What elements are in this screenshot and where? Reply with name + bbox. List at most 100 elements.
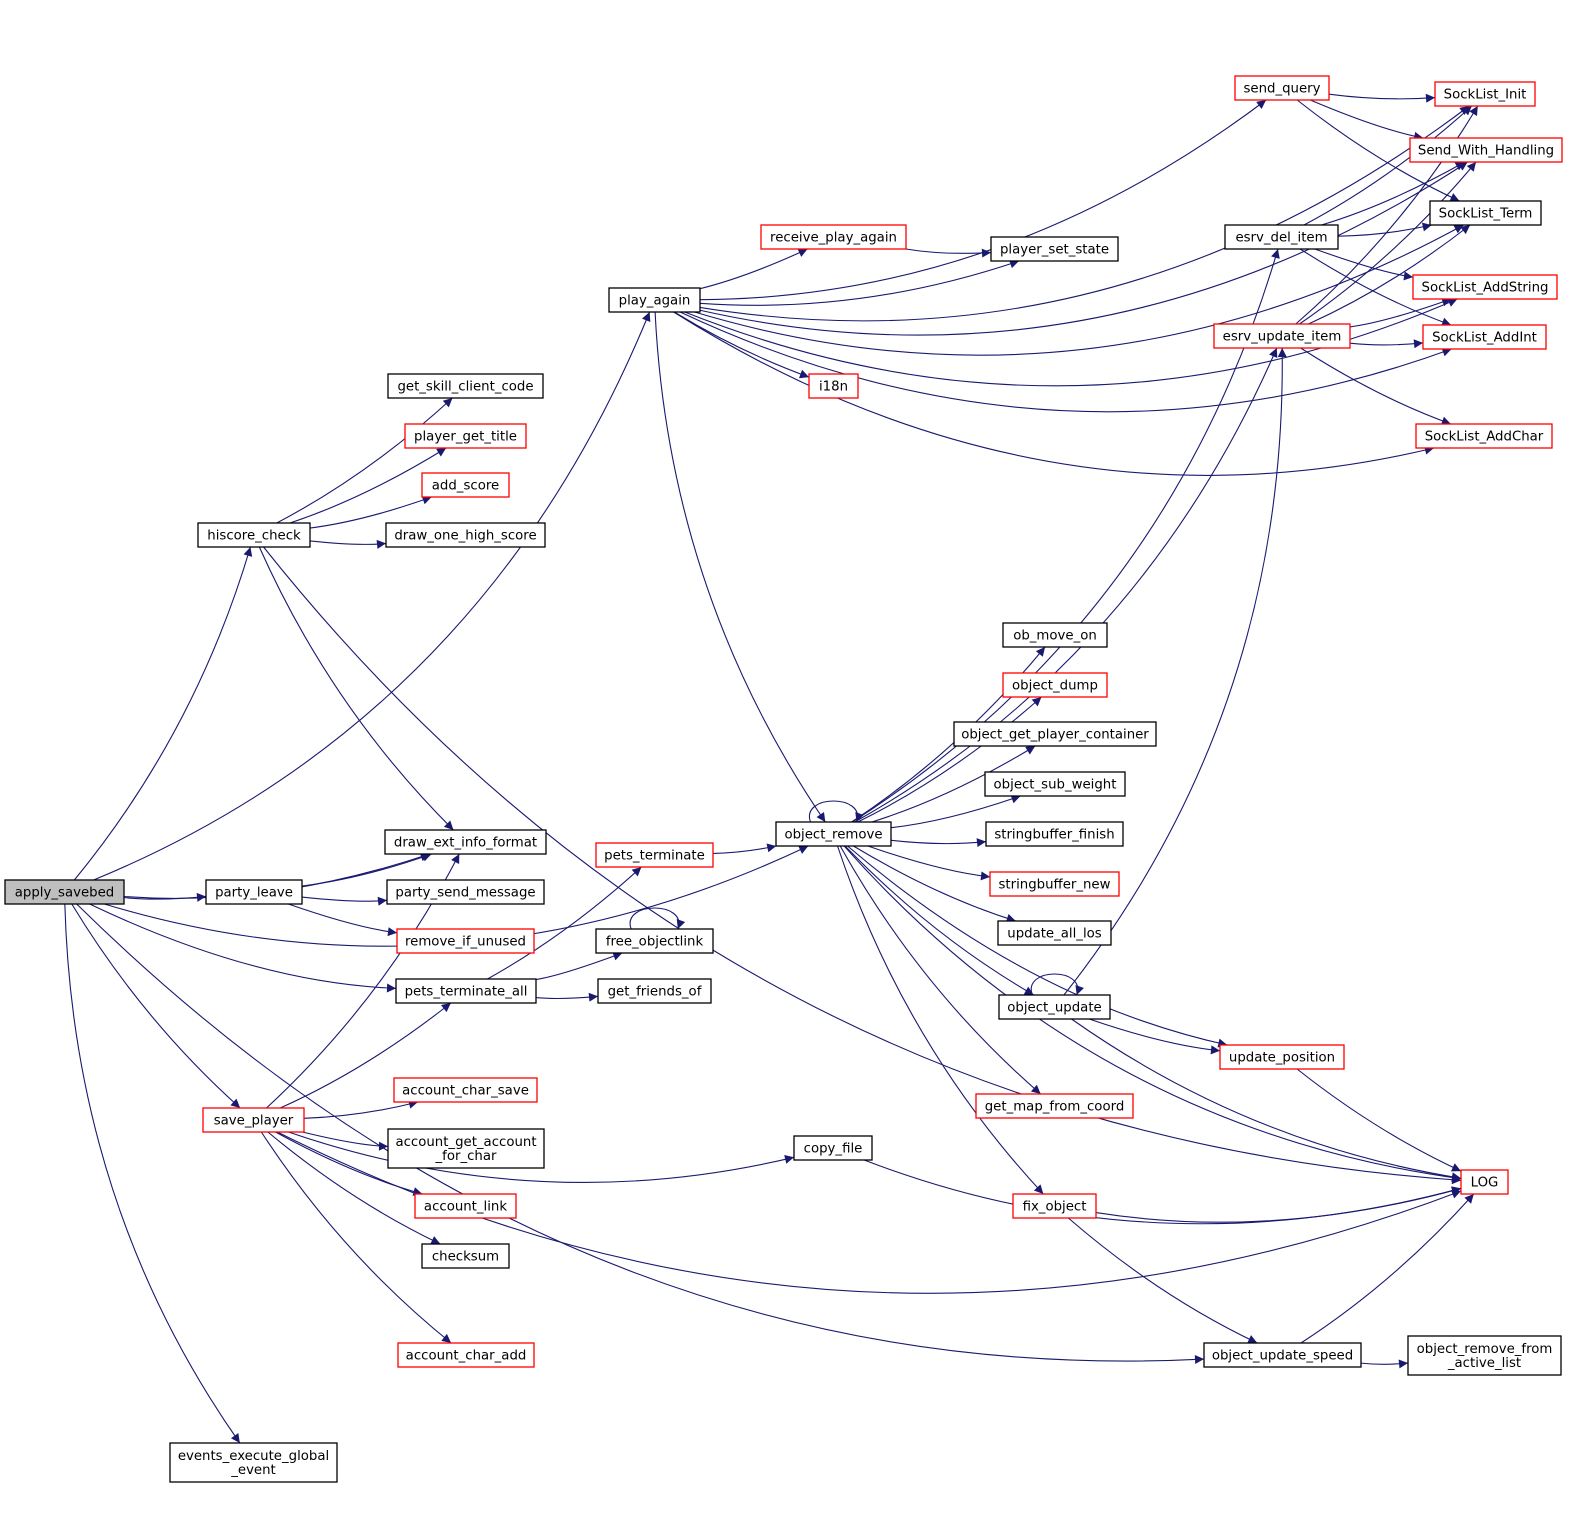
node-stringbuffer-finish[interactable]: stringbuffer_finish <box>985 821 1124 847</box>
node-pets-terminate-all[interactable]: pets_terminate_all <box>395 978 537 1004</box>
edge-apply_savebed-to-pets_terminate_all <box>89 903 397 993</box>
edge-save_player-to-account_char_save <box>303 1099 419 1119</box>
node-box <box>989 871 1120 897</box>
edge-play_again-to-Send_With_Handling <box>699 161 1468 336</box>
node-esrv-del-item[interactable]: esrv_del_item <box>1224 224 1339 250</box>
node-esrv-update-item[interactable]: esrv_update_item <box>1213 323 1351 349</box>
node-label: get_friends_of <box>608 985 702 1000</box>
node-pets-terminate[interactable]: pets_terminate <box>595 842 714 868</box>
node-box <box>997 920 1112 946</box>
edge-esrv_update_item-to-SockList_Term <box>1308 224 1471 325</box>
node-fix-object[interactable]: fix_object <box>1012 1193 1097 1219</box>
edge-object_remove-to-object_dump <box>857 696 1042 823</box>
node-box <box>404 423 527 449</box>
node-box <box>396 928 535 954</box>
node-label: checksum <box>432 1250 499 1265</box>
edge-play_again-to-send_query <box>699 99 1267 301</box>
node-socklist-addchar[interactable]: SockList_AddChar <box>1415 423 1553 449</box>
edge-hiscore_check-to-player_get_title <box>289 447 447 524</box>
node-label: stringbuffer_new <box>999 878 1111 893</box>
edge-play_again-to-object_remove <box>654 311 826 823</box>
edge-esrv_del_item-to-Send_With_Handling <box>1321 161 1465 226</box>
node-object-update[interactable]: object_update <box>998 994 1111 1020</box>
node-copy-file[interactable]: copy_file <box>793 1135 873 1161</box>
node-socklist-init[interactable]: SockList_Init <box>1434 81 1536 107</box>
node-box <box>387 373 544 399</box>
node-play-again[interactable]: play_again <box>608 287 701 313</box>
node-object-sub-weight[interactable]: object_sub_weight <box>984 771 1126 797</box>
node-log[interactable]: LOG <box>1460 1169 1509 1195</box>
node-label: apply_savebed <box>15 886 114 901</box>
node-label: SockList_Term <box>1439 207 1533 222</box>
node-box <box>202 1107 305 1133</box>
node-label: i18n <box>819 380 848 395</box>
node-player-get-title[interactable]: player_get_title <box>404 423 527 449</box>
node-label: update_all_los <box>1007 927 1102 942</box>
node-stringbuffer-new[interactable]: stringbuffer_new <box>989 871 1120 897</box>
node-box <box>1412 274 1558 300</box>
node-draw-one-high-score[interactable]: draw_one_high_score <box>385 522 546 548</box>
node-hiscore-check[interactable]: hiscore_check <box>197 522 311 548</box>
edge-hiscore_check-to-draw_one_high_score <box>309 539 387 549</box>
node-box <box>387 1128 545 1169</box>
node-account-char-add[interactable]: account_char_add <box>397 1342 535 1368</box>
node-label: account_get_account <box>395 1135 536 1150</box>
node-object-remove[interactable]: object_remove <box>775 821 892 847</box>
node-party-leave[interactable]: party_leave <box>205 879 303 905</box>
node-socklist-term[interactable]: SockList_Term <box>1429 200 1542 226</box>
node-label: get_map_from_coord <box>985 1100 1125 1115</box>
node-get-friends-of[interactable]: get_friends_of <box>597 978 712 1004</box>
node-checksum[interactable]: checksum <box>421 1243 510 1269</box>
node-object-get-player-container[interactable]: object_get_player_container <box>953 721 1157 747</box>
node-label: play_again <box>619 294 691 309</box>
node-update-position[interactable]: update_position <box>1219 1044 1345 1070</box>
node-send-with-handling[interactable]: Send_With_Handling <box>1409 137 1563 163</box>
node-label: object_dump <box>1012 679 1098 694</box>
node-draw-ext-info-format[interactable]: draw_ext_info_format <box>384 829 547 855</box>
edge-apply_savebed-to-hiscore_check <box>73 546 253 881</box>
node-account-get-account-for-char[interactable]: account_get_account_for_char <box>387 1128 545 1169</box>
node-account-link[interactable]: account_link <box>414 1193 517 1219</box>
edge-object_remove-to-get_map_from_coord <box>839 845 1042 1095</box>
edge-object_remove-to-object_sub_weight <box>890 794 1021 829</box>
node-label: Send_With_Handling <box>1418 144 1554 159</box>
node-ob-move-on[interactable]: ob_move_on <box>1002 622 1108 648</box>
node-account-char-save[interactable]: account_char_save <box>393 1077 538 1103</box>
node-party-send-message[interactable]: party_send_message <box>386 879 545 905</box>
edge-pets_terminate_all-to-pets_terminate <box>487 866 642 980</box>
node-socklist-addstring[interactable]: SockList_AddString <box>1412 274 1558 300</box>
node-box <box>597 978 712 1004</box>
node-label: esrv_update_item <box>1223 330 1342 345</box>
node-receive-play-again[interactable]: receive_play_again <box>760 224 907 250</box>
node-send-query[interactable]: send_query <box>1234 75 1330 101</box>
node-remove-if-unused[interactable]: remove_if_unused <box>396 928 535 954</box>
node-object-dump[interactable]: object_dump <box>1002 672 1108 698</box>
edge-esrv_update_item-to-SockList_AddChar <box>1300 347 1452 426</box>
node-update-all-los[interactable]: update_all_los <box>997 920 1112 946</box>
node-socklist-addint[interactable]: SockList_AddInt <box>1422 324 1547 350</box>
node-label: SockList_AddChar <box>1425 430 1544 445</box>
node-get-map-from-coord[interactable]: get_map_from_coord <box>975 1093 1134 1119</box>
node-object-remove-from-active-list[interactable]: object_remove_from_active_list <box>1407 1335 1562 1376</box>
node-save-player[interactable]: save_player <box>202 1107 305 1133</box>
node-player-set-state[interactable]: player_set_state <box>990 236 1119 262</box>
node-events-execute-global-event[interactable]: events_execute_global_event <box>169 1442 338 1483</box>
node-box <box>1213 323 1351 349</box>
node-object-update-speed[interactable]: object_update_speed <box>1203 1342 1362 1368</box>
node-label: SockList_AddString <box>1422 281 1549 296</box>
node-box <box>1002 672 1108 698</box>
edge-play_again-to-player_set_state <box>699 259 1020 306</box>
node-box <box>1012 1193 1097 1219</box>
node-i18n[interactable]: i18n <box>808 373 859 399</box>
node-get-skill-client-code[interactable]: get_skill_client_code <box>387 373 544 399</box>
node-box <box>197 522 311 548</box>
edge-send_query-to-SockList_Init <box>1328 93 1436 103</box>
node-free-objectlink[interactable]: free_objectlink <box>595 928 714 954</box>
node-label: object_sub_weight <box>994 778 1117 793</box>
edge-party_leave-to-remove_if_unused <box>288 903 398 937</box>
node-apply-savebed[interactable]: apply_savebed <box>4 879 125 905</box>
node-add-score[interactable]: add_score <box>421 472 510 498</box>
node-box <box>775 821 892 847</box>
node-box <box>1002 622 1108 648</box>
node-label: _for_char <box>435 1149 497 1164</box>
